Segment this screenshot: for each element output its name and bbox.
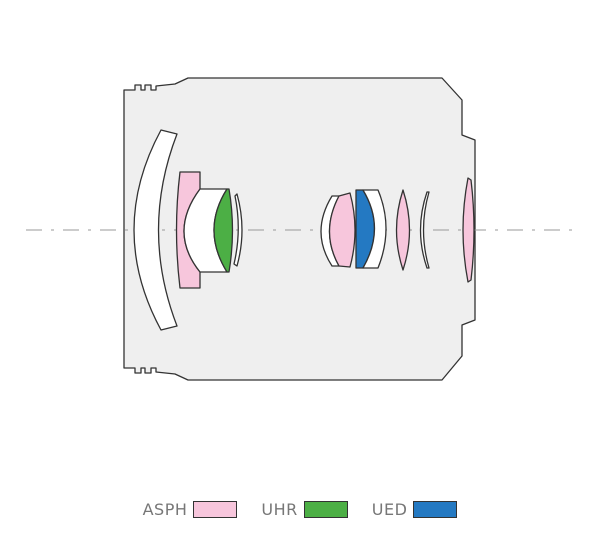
ninth-element [362,189,387,269]
fifth-element [233,193,243,267]
legend: ASPH UHR UED [0,500,600,519]
legend-swatch-uhr [303,501,348,518]
tenth-element [395,189,411,271]
lens-barrel [123,77,476,381]
legend-label-ued: UED [371,500,408,519]
seventh-element [328,192,356,268]
legend-item-asph: ASPH [143,500,238,519]
legend-label-asph: ASPH [142,500,188,519]
fourth-element [213,188,234,273]
rear-element [462,177,475,283]
legend-swatch-ued [413,501,458,518]
legend-swatch-asph [193,501,238,518]
legend-item-uhr: UHR [261,500,348,519]
eleventh-element [419,191,430,269]
lens-construction-diagram [26,77,576,381]
legend-item-ued: UED [372,500,458,519]
legend-label-uhr: UHR [261,500,298,519]
front-meniscus-element [133,129,178,331]
